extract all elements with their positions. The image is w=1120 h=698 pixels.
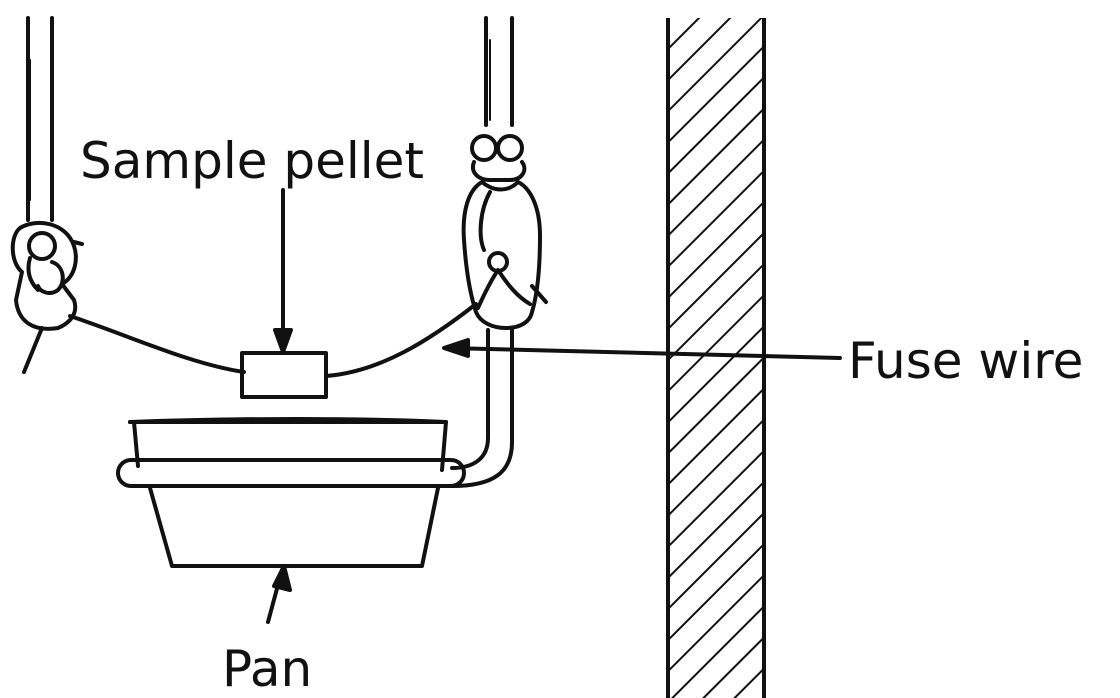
calorimeter-wall (666, 18, 766, 698)
pan-support-arm (450, 328, 514, 488)
fuse-wire-arrow (442, 338, 842, 360)
fuse-wire (68, 314, 246, 374)
fuse-wire-right (324, 302, 478, 378)
sample-pellet-label: Sample pellet (80, 132, 424, 190)
sample-pellet-arrow (273, 188, 293, 354)
right-electrode-clamp (461, 180, 548, 330)
pan-label: Pan (222, 640, 312, 698)
fuse-wire-label: Fuse wire (848, 332, 1083, 390)
right-electrode-connector (470, 134, 527, 182)
pan-arrow (266, 564, 292, 624)
left-electrode-clamp (10, 220, 84, 374)
left-electrode-rod (26, 16, 54, 222)
sample-pellet (240, 351, 328, 399)
pan (116, 417, 466, 568)
right-electrode-rod (484, 16, 514, 127)
